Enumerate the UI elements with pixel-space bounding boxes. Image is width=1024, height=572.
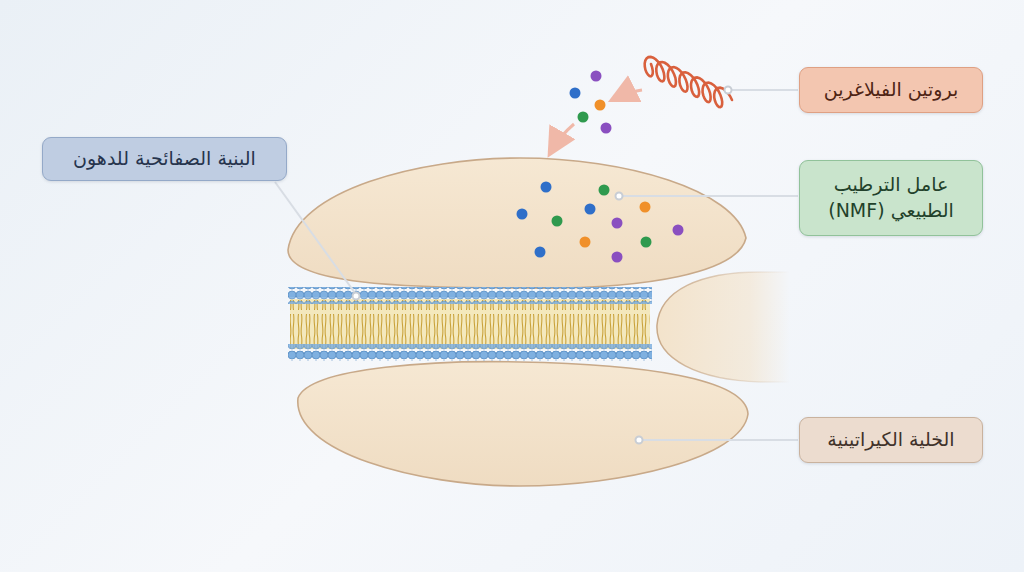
filaggrin-coil <box>645 57 732 107</box>
leader-lines <box>275 87 798 444</box>
nmf-molecules <box>517 71 684 263</box>
label-text: الخلية الكيراتينية <box>827 427 954 453</box>
corneocyte-lower <box>298 362 748 486</box>
label-text: بروتين الفيلاغرين <box>824 77 958 103</box>
partial-cell <box>657 272 790 382</box>
corneocyte-upper <box>288 158 746 288</box>
label-text: البنية الصفائحية للدهون <box>73 146 256 172</box>
breakdown-arrow <box>616 90 642 98</box>
lipid-bilayer <box>288 287 652 361</box>
entry-arrow <box>552 124 574 150</box>
keratinocyte-label: الخلية الكيراتينية <box>799 417 983 463</box>
label-text: عامل الترطيب الطبيعي (NMF) <box>814 172 968 223</box>
lipid-label: البنية الصفائحية للدهون <box>42 137 287 181</box>
nmf-label: عامل الترطيب الطبيعي (NMF) <box>799 160 983 236</box>
filaggrin-label: بروتين الفيلاغرين <box>799 67 983 113</box>
